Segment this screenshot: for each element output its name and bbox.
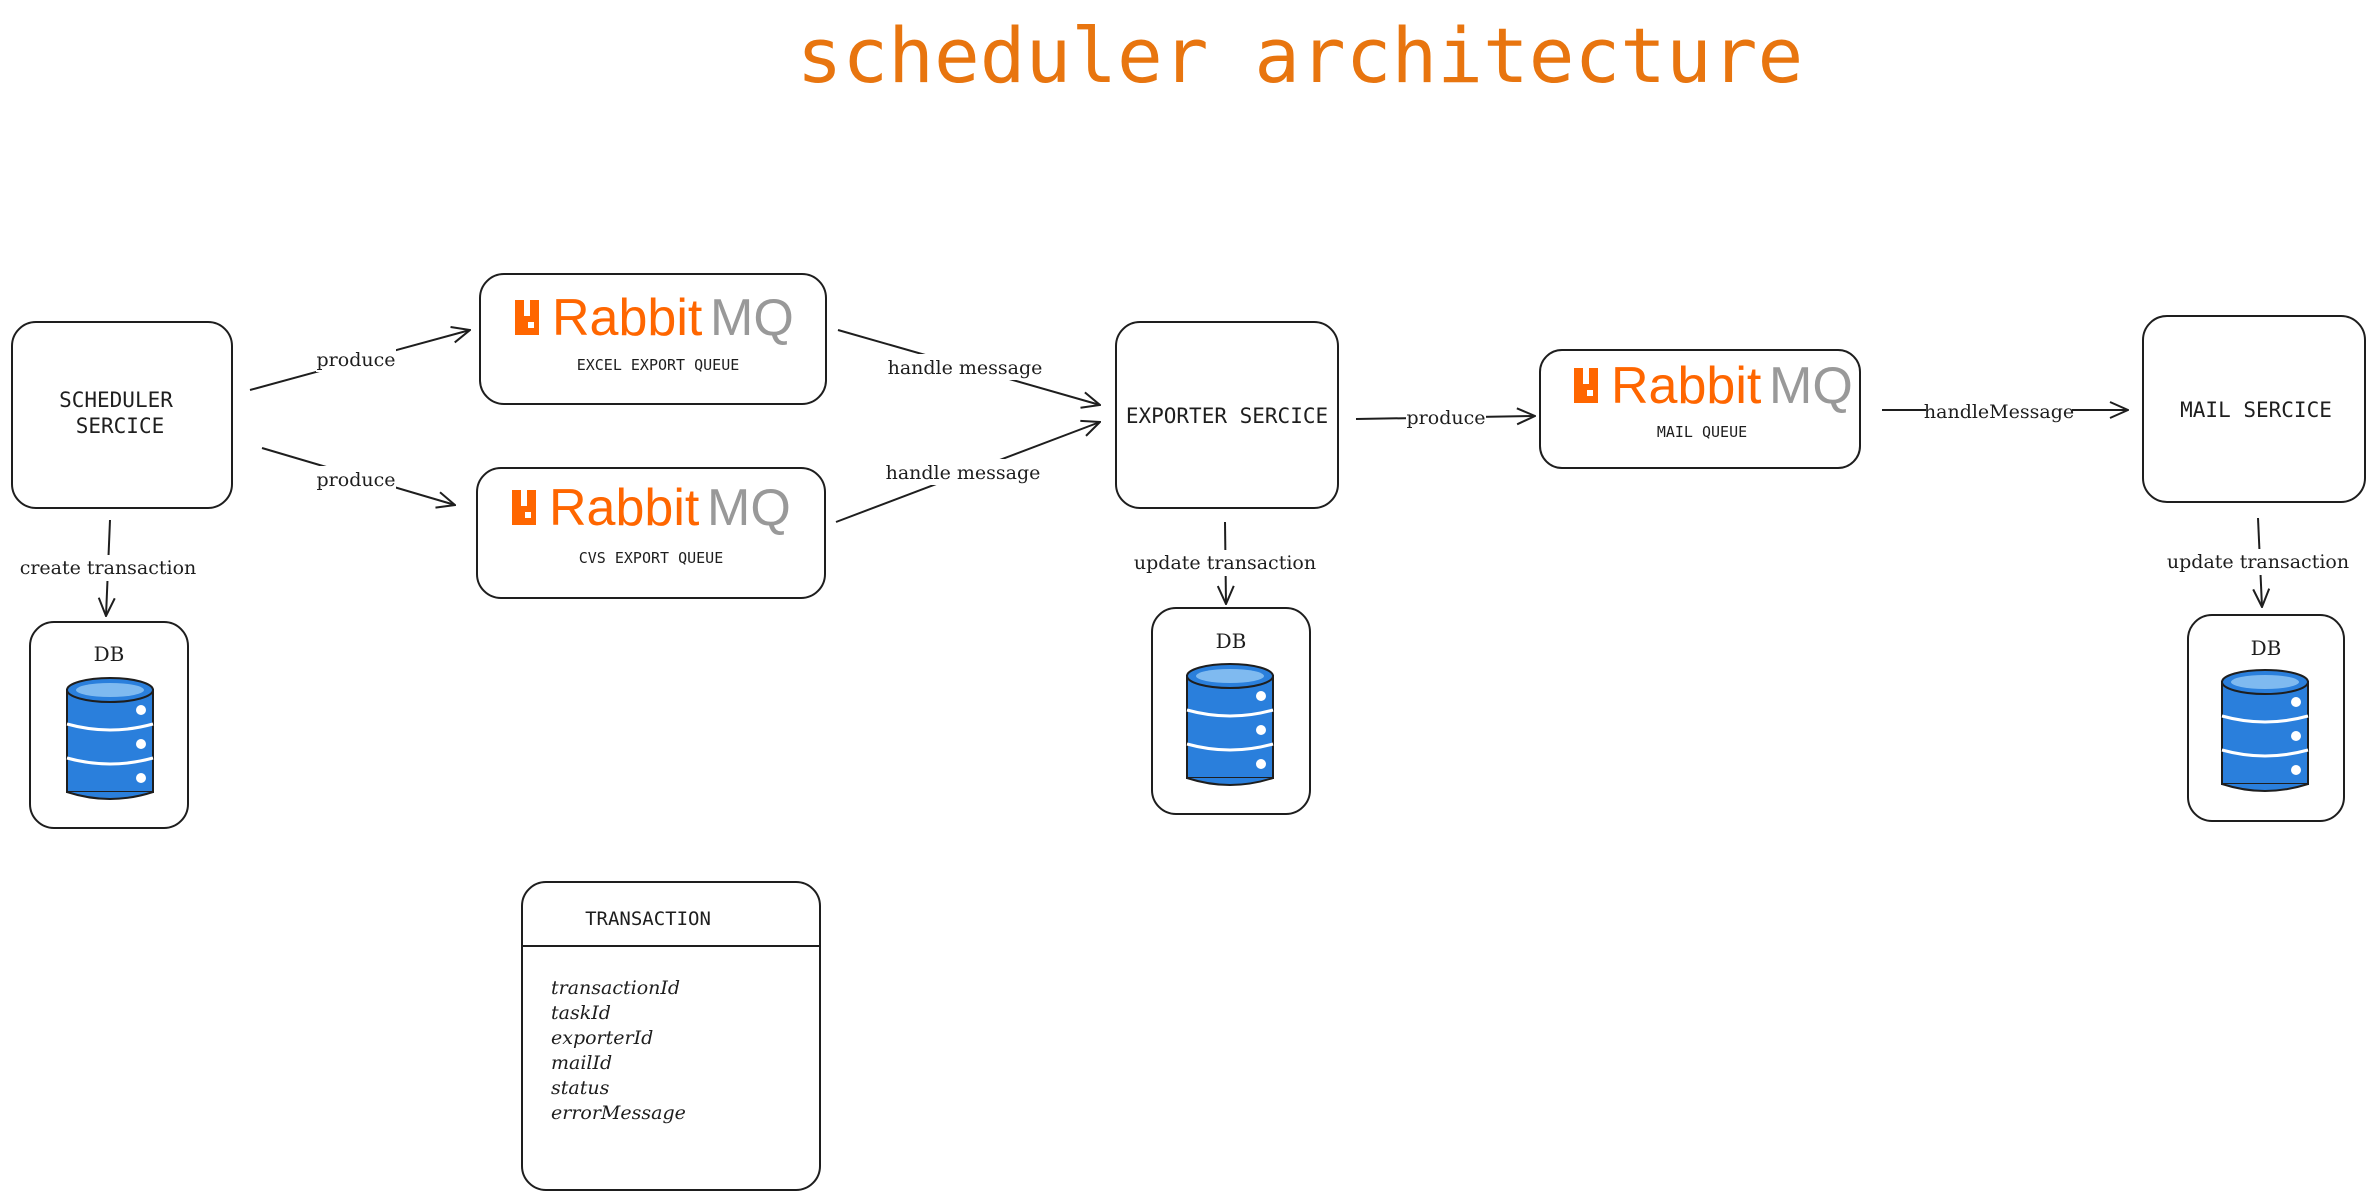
scheduler-db: DB <box>29 621 189 829</box>
rabbitmq-logo-icon: Rabbit MQ <box>1574 357 1853 415</box>
exporter-service-label: EXPORTER SERCICE <box>1126 404 1328 428</box>
rabbitmq-logo-icon: Rabbit MQ <box>512 479 791 537</box>
edge-label-update-transaction-exporter: update transaction <box>1128 550 1322 576</box>
edge-label-handle-excel: handle message <box>888 354 1043 380</box>
database-icon <box>1186 663 1274 786</box>
transaction-entity: TRANSACTION transactionId taskId exporte… <box>521 881 821 1191</box>
edge-label-text: handle message <box>888 357 1043 379</box>
transaction-field: transactionId <box>551 977 680 999</box>
excel-queue-label: EXCEL EXPORT QUEUE <box>577 356 740 374</box>
edge-label-text: create transaction <box>20 557 197 579</box>
rabbitmq-brand-mq: MQ <box>710 289 794 347</box>
rabbitmq-brand-mq: MQ <box>1769 357 1853 415</box>
transaction-field: mailId <box>551 1052 612 1074</box>
exporter-db: DB <box>1151 607 1311 815</box>
edge-label-text: update transaction <box>2167 551 2349 573</box>
cvs-export-queue: Rabbit MQ CVS EXPORT QUEUE <box>476 467 826 599</box>
transaction-title: TRANSACTION <box>585 908 711 930</box>
rabbitmq-brand-mq: MQ <box>707 479 791 537</box>
scheduler-service-label-line2: SERCICE <box>76 414 165 438</box>
rabbitmq-brand-rabbit: Rabbit <box>549 479 700 537</box>
edge-label-create-transaction: create transaction <box>10 555 206 581</box>
mail-queue-label: MAIL QUEUE <box>1657 423 1747 441</box>
db-label: DB <box>1216 629 1247 653</box>
rabbitmq-brand-rabbit: Rabbit <box>552 289 703 347</box>
mail-service: MAIL SERCICE <box>2142 315 2366 503</box>
edge-label-text: produce <box>317 469 396 491</box>
edge-label-produce-cvs: produce <box>316 466 396 492</box>
db-label: DB <box>94 642 125 666</box>
edge-label-handle-cvs: handle message <box>886 459 1041 485</box>
exporter-service: EXPORTER SERCICE <box>1115 321 1339 509</box>
database-icon <box>66 677 154 800</box>
edge-label-text: update transaction <box>1134 552 1316 574</box>
edge-label-text: handle message <box>886 462 1041 484</box>
edge-label-update-transaction-mail: update transaction <box>2160 549 2356 575</box>
transaction-field: taskId <box>551 1002 611 1024</box>
mail-queue: Rabbit MQ MAIL QUEUE <box>1539 349 1861 469</box>
rabbitmq-brand-rabbit: Rabbit <box>1611 357 1762 415</box>
edge-label-handle-mail: handleMessage <box>1924 399 2074 425</box>
db-label: DB <box>2251 636 2282 660</box>
excel-export-queue: Rabbit MQ EXCEL EXPORT QUEUE <box>479 273 827 405</box>
mail-service-label: MAIL SERCICE <box>2180 398 2332 422</box>
edge-label-produce-mail: produce <box>1406 405 1486 431</box>
transaction-field: exporterId <box>551 1027 653 1049</box>
transaction-field: status <box>551 1077 610 1099</box>
transaction-field: errorMessage <box>551 1102 686 1124</box>
cvs-queue-label: CVS EXPORT QUEUE <box>579 549 724 567</box>
edge-label-text: produce <box>1407 407 1486 429</box>
rabbitmq-logo-icon: Rabbit MQ <box>515 289 794 347</box>
scheduler-service: SCHEDULER SERCICE <box>11 321 233 509</box>
mail-db: DB <box>2187 614 2345 822</box>
database-icon <box>2221 669 2309 792</box>
scheduler-service-label-line1: SCHEDULER <box>59 388 173 412</box>
diagram-title: scheduler architecture <box>797 11 1804 100</box>
edge-label-produce-excel: produce <box>316 346 396 372</box>
edge-label-text: produce <box>317 349 396 371</box>
edge-label-text: handleMessage <box>1924 401 2074 423</box>
